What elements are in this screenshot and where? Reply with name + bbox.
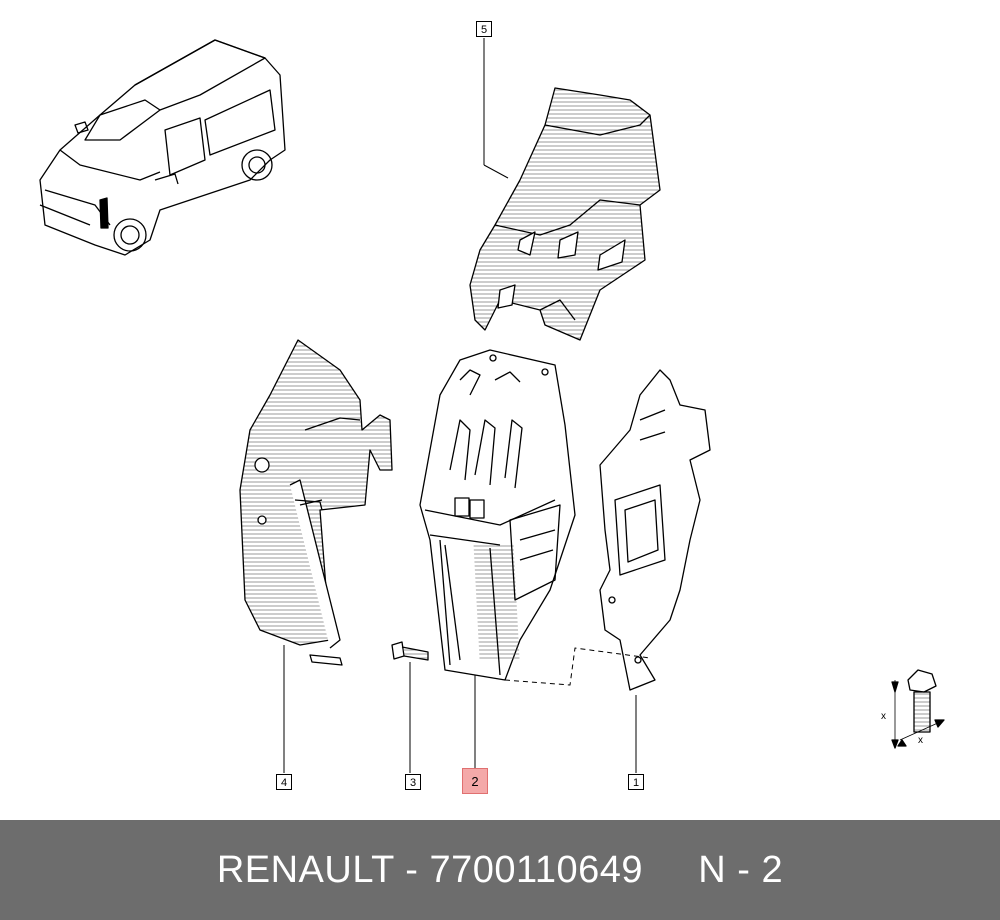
- part-1-mounting-plate: [599, 369, 711, 691]
- footer-caption: RENAULT - 7700110649 N - 2: [217, 849, 783, 892]
- callout-part-2-highlighted[interactable]: 2: [462, 768, 488, 794]
- vehicle-illustration: [39, 39, 286, 256]
- part-number: 7700110649: [429, 848, 643, 891]
- torque-axis-label: x: [918, 735, 923, 746]
- torque-bolt-symbol: [891, 669, 945, 749]
- exploded-view-drawing: [39, 38, 945, 773]
- brand-name: RENAULT: [216, 848, 395, 891]
- caption-gap: [643, 849, 698, 891]
- footer-bar: RENAULT - 7700110649 N - 2: [0, 820, 1000, 920]
- part-4-bracket: [239, 339, 393, 666]
- callout-part-3[interactable]: 3: [405, 774, 421, 790]
- part-2-control-unit: [419, 349, 576, 681]
- parts-diagram: 5 4 3 2 1 x x: [39, 21, 945, 794]
- callout-part-5[interactable]: 5: [476, 21, 492, 37]
- page-code: N - 2: [698, 848, 784, 891]
- part-3-bolt: [391, 641, 429, 661]
- callout-part-4[interactable]: 4: [276, 774, 292, 790]
- leader-lines: [283, 38, 637, 773]
- part-5-cover: [469, 87, 661, 341]
- callout-part-1[interactable]: 1: [628, 774, 644, 790]
- assembly-dashed-line: [504, 647, 651, 686]
- separator: -: [394, 848, 430, 891]
- torque-axis-label: x: [881, 711, 886, 722]
